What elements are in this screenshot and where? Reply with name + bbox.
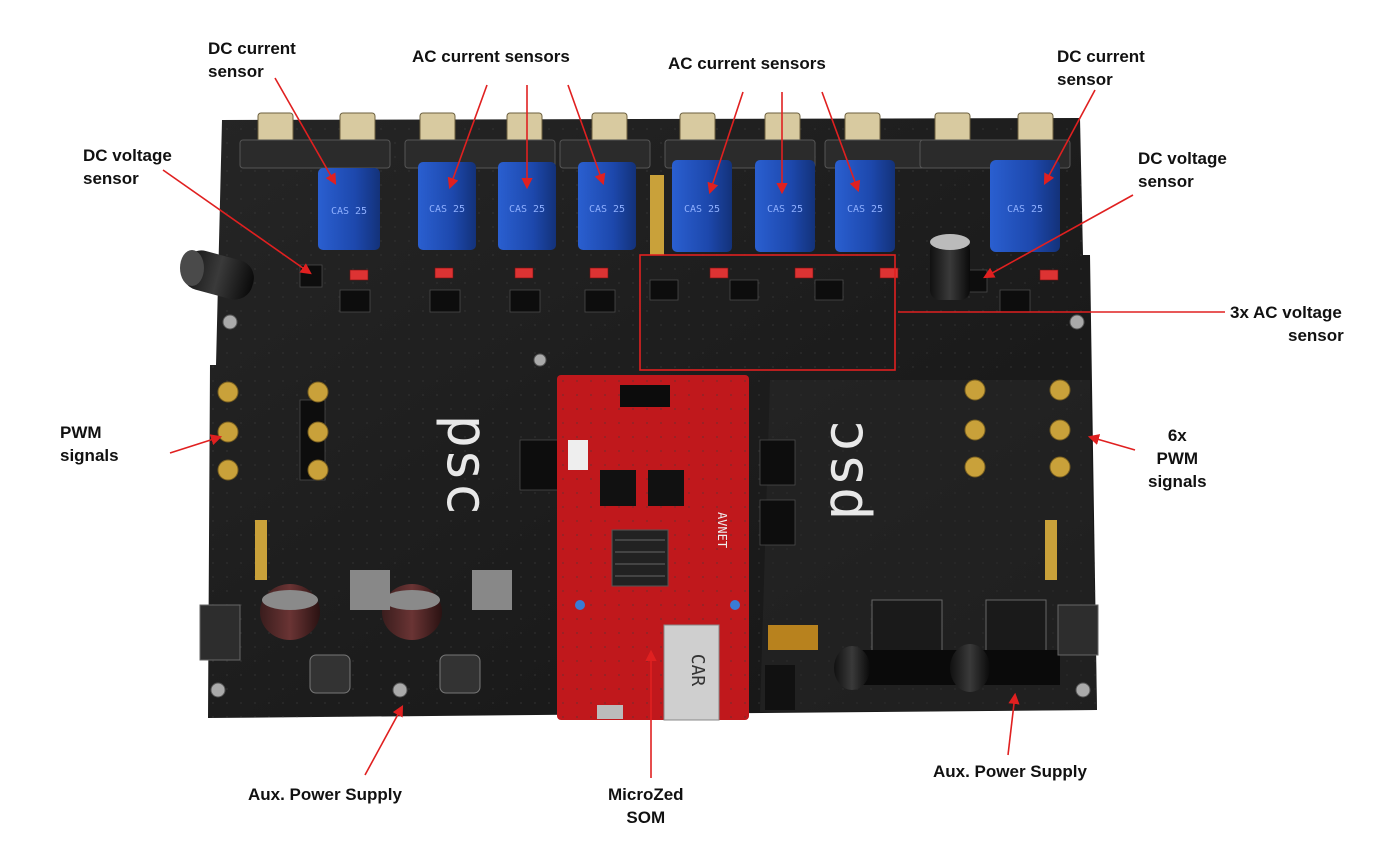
sensor-dc-right: CAS 25 [990,160,1060,252]
arrow-ac-current-2a [707,91,744,195]
arrow-ac-current-1c [567,84,606,186]
sensor-ac-5: CAS 25 [755,160,815,252]
svg-text:CAS 25: CAS 25 [429,204,465,215]
sensor-dc-left: CAS 25 [318,168,380,250]
sma-connectors-right [964,379,1071,478]
red-jumpers [349,267,1059,281]
svg-text:AVNET: AVNET [715,512,729,548]
aux-power-left [199,570,512,694]
microzed-som: AVNET CAR [557,375,749,721]
svg-text:CAS 25: CAS 25 [847,204,883,215]
svg-text:CAS 25: CAS 25 [1007,204,1043,215]
svg-text:CAR: CAR [687,654,708,687]
psc-logo-left: psc [434,414,499,515]
sensor-ac-4: CAS 25 [672,160,732,252]
svg-text:CAS 25: CAS 25 [509,204,545,215]
arrow-dc-voltage-left [162,169,312,275]
label-aux-power-right: Aux. Power Supply [933,762,1087,781]
cap-top-left [180,250,254,300]
label-pwm-left: PWM signals [60,423,119,465]
pin-headers [255,175,1057,580]
arrow-dc-current-right [1043,89,1096,185]
svg-text:psc: psc [811,419,876,520]
psc-logo-right: psc [811,419,876,520]
svg-text:CAS 25: CAS 25 [589,204,625,215]
label-dc-voltage-right: DC voltage sensor [1138,149,1227,191]
svg-text:CAS 25: CAS 25 [684,204,720,215]
label-ac-current-2: AC current sensors [668,54,826,73]
label-dc-voltage-left: DC voltage sensor [83,146,172,188]
sensor-ac-6: CAS 25 [835,160,895,252]
arrow-pwm-left [169,434,223,454]
label-microzed-som: MicroZed SOM [608,785,684,827]
arrow-ac-current-1a [447,84,488,190]
arrow-aux-left [364,705,404,776]
ac-voltage-highlight-box [639,254,896,371]
current-sensors: CAS 25 CAS 25 CAS 25 CAS 25 CAS 25 CAS 2… [318,160,1060,252]
label-aux-power-left: Aux. Power Supply [248,785,402,804]
aux-power-right [765,599,1099,710]
label-pwm-right: 6x PWM signals [1148,426,1207,491]
sensor-ac-2: CAS 25 [498,162,556,250]
label-dc-current-right: DC current sensor [1057,47,1145,89]
svg-text:psc: psc [434,414,499,515]
label-ac-voltage: 3x AC voltage sensor [1230,303,1344,345]
annotation-arrows [162,77,1225,778]
arrow-pwm-right [1087,434,1136,451]
label-ac-current-1: AC current sensors [412,47,570,66]
arrow-aux-right [1007,692,1020,756]
label-dc-current-left: DC current sensor [208,39,296,81]
svg-text:CAS 25: CAS 25 [767,204,803,215]
mounting-holes [210,314,1091,698]
arrow-ac-current-2c [821,91,861,193]
sensor-ac-3: CAS 25 [578,162,636,250]
svg-text:CAS 25: CAS 25 [331,206,367,217]
cap-top-right [930,234,970,300]
arrow-dc-voltage-right [983,194,1134,279]
sma-connectors-left [217,381,329,481]
arrow-dc-current-left [274,77,337,185]
small-components [299,264,1031,546]
sensor-ac-1: CAS 25 [418,162,476,250]
